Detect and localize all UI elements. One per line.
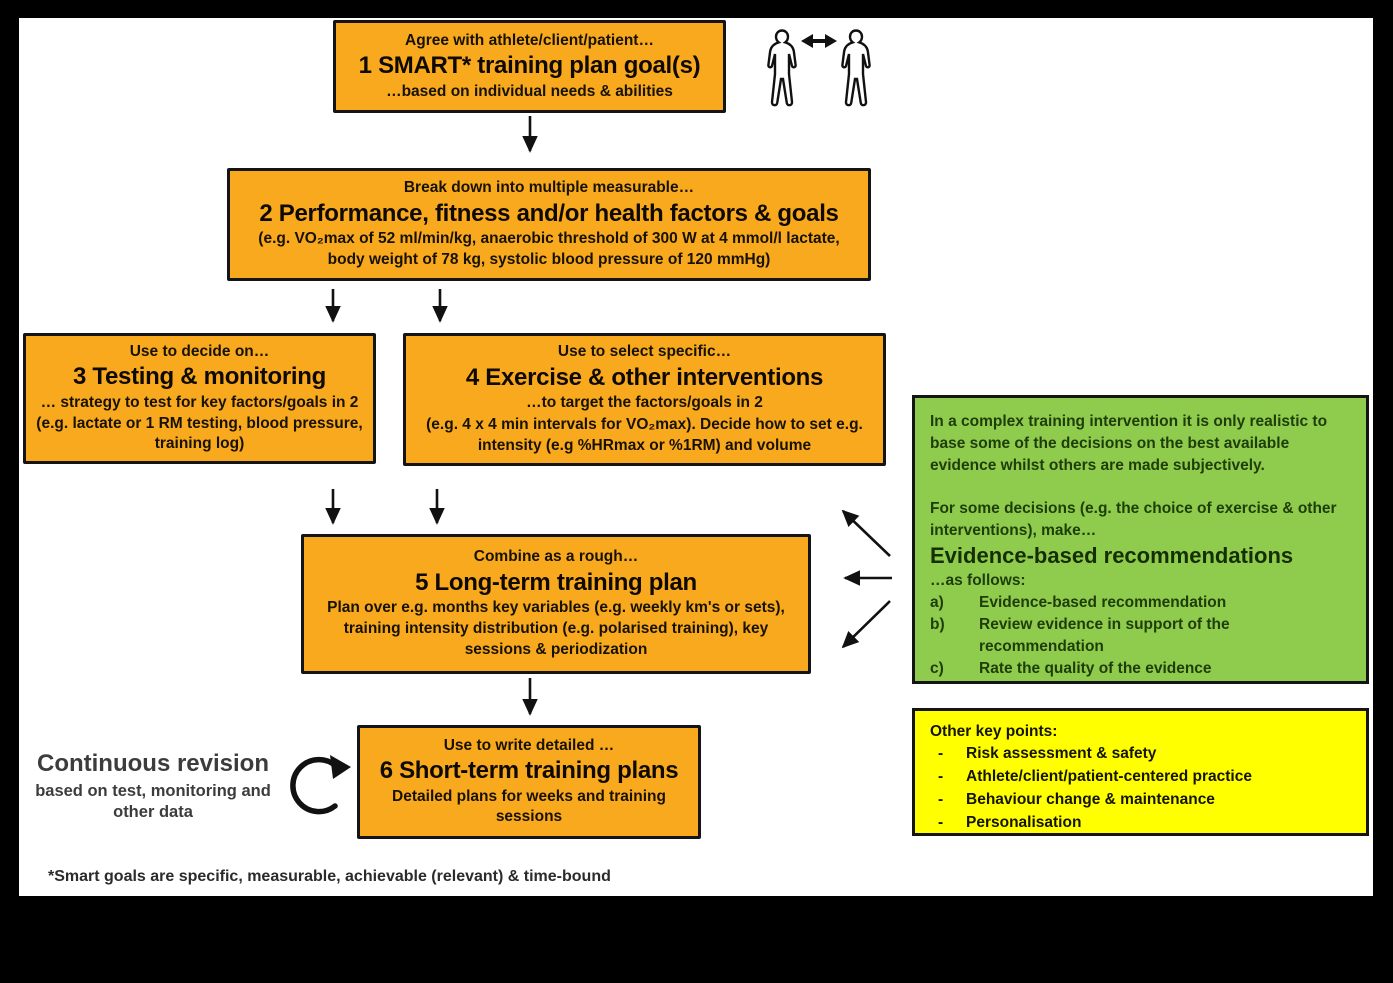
box4-detail: …to target the factors/goals in 2 bbox=[526, 394, 763, 412]
box6-intro: Use to write detailed … bbox=[443, 736, 615, 754]
evidence-item-a-text: Evidence-based recommendation bbox=[979, 594, 1227, 612]
key-point-centered: Athlete/client/patient-centered practice bbox=[930, 766, 1351, 789]
box4-intro: Use to select specific… bbox=[557, 343, 732, 361]
evidence-item-a-label: a) bbox=[930, 594, 944, 612]
box6-title: 6 Short-term training plans bbox=[379, 757, 679, 785]
box6-detail: Detailed plans for weeks and training se… bbox=[392, 787, 666, 826]
flow-box-5-long-term-plan: Combine as a rough… 5 Long-term training… bbox=[301, 534, 811, 674]
evidence-subheading: …as follows: bbox=[930, 571, 1026, 589]
key-point-behaviour: Behaviour change & maintenance bbox=[930, 789, 1351, 812]
evidence-heading: Evidence-based recommendations bbox=[930, 543, 1294, 568]
box5-title: 5 Long-term training plan bbox=[415, 568, 697, 596]
box2-detail: (e.g. VO₂max of 52 ml/min/kg, anaerobic … bbox=[258, 230, 840, 268]
evidence-item-c: c) Rate the quality of the evidence bbox=[930, 658, 1351, 680]
smart-footnote: *Smart goals are specific, measurable, a… bbox=[48, 868, 611, 885]
evidence-item-b: b) Review evidence in support of the rec… bbox=[930, 614, 1351, 658]
other-key-points-panel: Other key points: Risk assessment & safe… bbox=[912, 708, 1369, 836]
box5-detail: Plan over e.g. months key variables (e.g… bbox=[327, 599, 785, 658]
box1-title: 1 SMART* training plan goal(s) bbox=[358, 52, 701, 80]
box4-title: 4 Exercise & other interventions bbox=[465, 363, 824, 391]
evidence-panel: In a complex training intervention it is… bbox=[912, 395, 1369, 684]
box3-intro: Use to decide on… bbox=[129, 342, 270, 360]
box3-title: 3 Testing & monitoring bbox=[73, 363, 326, 391]
flow-box-4-exercise-interventions: Use to select specific… 4 Exercise & oth… bbox=[403, 333, 886, 466]
box1-detail: …based on individual needs & abilities bbox=[386, 82, 673, 100]
key-point-personalise: Personalisation bbox=[930, 812, 1351, 835]
evidence-item-c-text: Rate the quality of the evidence bbox=[979, 660, 1212, 678]
evidence-item-b-label: b) bbox=[930, 616, 945, 634]
flow-box-2-factors-goals: Break down into multiple measurable… 2 P… bbox=[227, 168, 871, 281]
evidence-paragraph-1: In a complex training intervention it is… bbox=[930, 413, 1328, 474]
flow-box-1-smart-goals: Agree with athlete/client/patient… 1 SMA… bbox=[333, 20, 726, 113]
flow-box-6-short-term-plans: Use to write detailed … 6 Short-term tra… bbox=[357, 725, 701, 839]
box5-intro: Combine as a rough… bbox=[473, 548, 639, 566]
evidence-item-b-text: Review evidence in support of the recomm… bbox=[979, 616, 1230, 656]
revision-title: Continuous revision bbox=[36, 750, 269, 777]
evidence-paragraph-2: For some decisions (e.g. the choice of e… bbox=[930, 500, 1337, 539]
continuous-revision-note: Continuous revision based on test, monit… bbox=[24, 750, 282, 823]
box4-detail2: (e.g. 4 x 4 min intervals for VO₂max). D… bbox=[426, 416, 863, 454]
key-point-risk: Risk assessment & safety bbox=[930, 743, 1351, 766]
key-points-heading: Other key points: bbox=[930, 723, 1058, 740]
box1-intro: Agree with athlete/client/patient… bbox=[405, 31, 654, 49]
flow-box-3-testing-monitoring: Use to decide on… 3 Testing & monitoring… bbox=[23, 333, 376, 464]
evidence-item-a: a) Evidence-based recommendation bbox=[930, 592, 1351, 614]
evidence-item-c-label: c) bbox=[930, 660, 944, 678]
box2-title: 2 Performance, fitness and/or health fac… bbox=[259, 199, 839, 227]
evidence-list: a) Evidence-based recommendation b) Revi… bbox=[930, 592, 1351, 680]
box3-detail: … strategy to test for key factors/goals… bbox=[36, 393, 363, 453]
revision-detail: based on test, monitoring and other data bbox=[35, 781, 271, 822]
box2-intro: Break down into multiple measurable… bbox=[403, 179, 695, 197]
